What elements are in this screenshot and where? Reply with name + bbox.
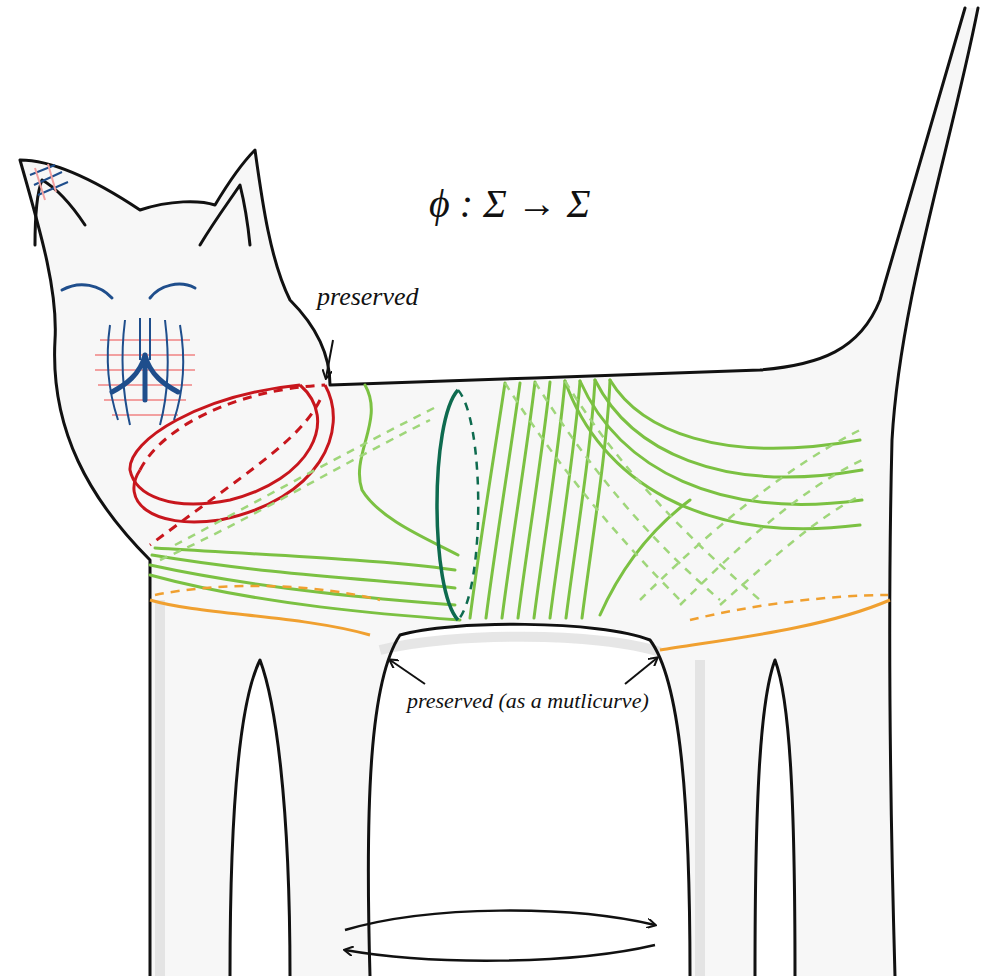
preserved-note: preserved [317, 282, 419, 312]
map-notation: ϕ : Σ → Σ [429, 180, 591, 227]
multicurve-note: preserved (as a mutlicurve) [407, 688, 649, 714]
